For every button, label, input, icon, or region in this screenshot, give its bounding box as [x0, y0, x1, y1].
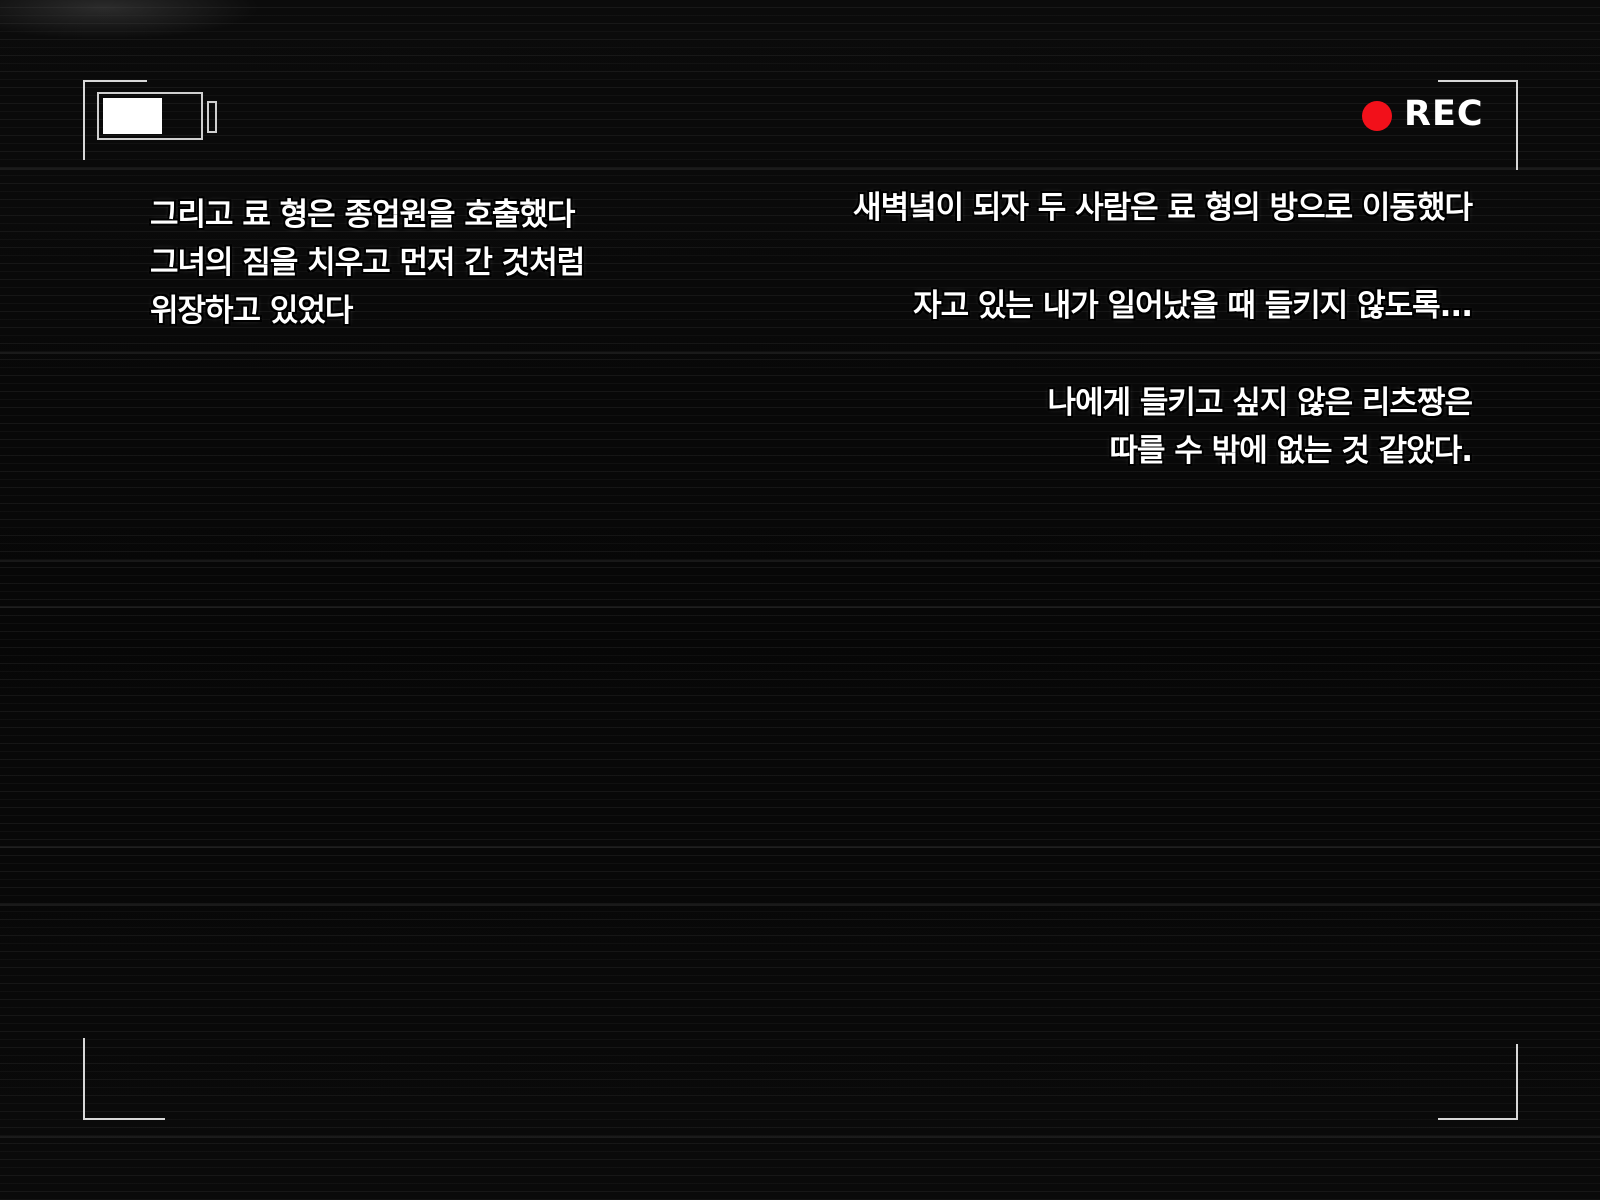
- scanline: [0, 352, 1600, 354]
- caption-right-1: 새벽녘이 되자 두 사람은 료 형의 방으로 이동했다: [852, 184, 1475, 232]
- scanline: [0, 168, 1600, 170]
- caption-right-2: 자고 있는 내가 일어났을 때 들키지 않도록...: [912, 282, 1475, 330]
- caption-right-3: 나에게 들키고 싶지 않은 리츠짱은 따를 수 밖에 없는 것 같았다.: [1046, 379, 1474, 475]
- caption-line: 새벽녘이 되자 두 사람은 료 형의 방으로 이동했다: [852, 189, 1475, 228]
- caption-line: 그녀의 짐을 치우고 먼저 간 것처럼: [148, 244, 586, 283]
- frame-corner-top-right: [1438, 80, 1518, 170]
- scanline: [0, 606, 1600, 608]
- caption-line: 그리고 료 형은 종업원을 호출했다: [148, 196, 576, 235]
- frame-corner-bottom-left: [83, 1038, 165, 1120]
- frame-corner-top-left: [83, 80, 147, 160]
- caption-left: 그리고 료 형은 종업원을 호출했다 그녀의 짐을 치우고 먼저 간 것처럼 위…: [148, 191, 586, 335]
- caption-line: 위장하고 있었다: [148, 292, 354, 331]
- rec-dot-icon: [1362, 101, 1392, 131]
- lens-glare: [0, 0, 260, 40]
- scanline: [0, 904, 1600, 906]
- caption-line: 따를 수 밖에 없는 것 같았다.: [1108, 432, 1474, 471]
- scanline: [0, 846, 1600, 848]
- rec-label: REC: [1404, 94, 1484, 134]
- frame-corner-bottom-right: [1438, 1044, 1518, 1120]
- caption-line: 자고 있는 내가 일어났을 때 들키지 않도록...: [912, 287, 1475, 326]
- caption-line: 나에게 들키고 싶지 않은 리츠짱은: [1046, 384, 1474, 423]
- battery-level-fill: [103, 98, 162, 134]
- scanline: [0, 1136, 1600, 1138]
- scanline: [0, 560, 1600, 562]
- battery-terminal: [207, 101, 217, 133]
- battery-icon: [97, 92, 203, 140]
